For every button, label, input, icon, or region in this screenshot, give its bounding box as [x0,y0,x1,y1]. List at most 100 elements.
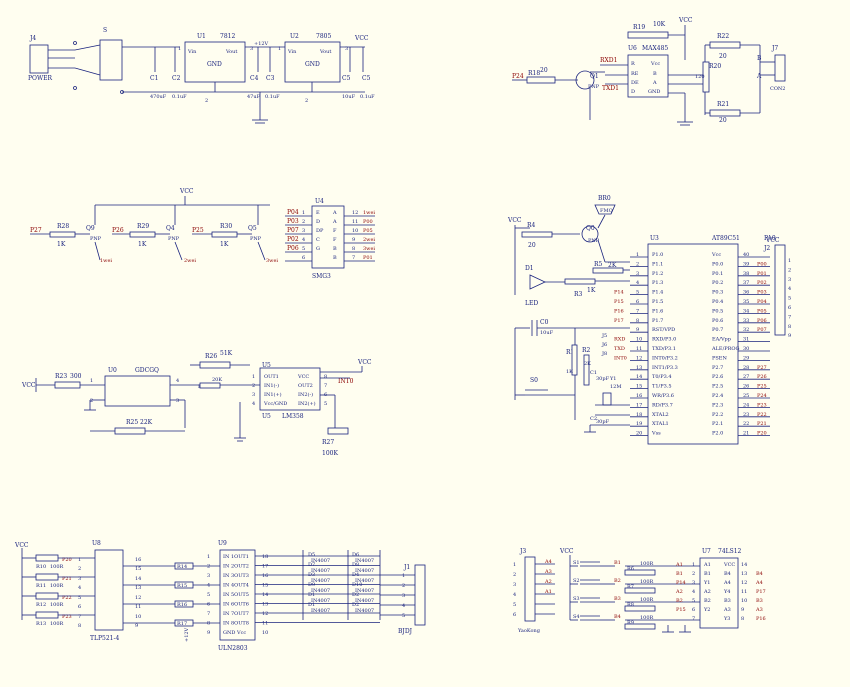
diode-a-part: IN4007 [311,578,330,584]
d1-part: LED [525,300,538,307]
power-jack-label: POWER [28,75,53,82]
seg-left-name: C [316,237,320,243]
r18-label: R18 [528,70,540,77]
keypad-resistor [624,569,656,576]
mcu-left-pin: 11 [636,346,642,352]
u7-right-name: Y4 [723,589,730,595]
u9-pin-name: IN 5OUT5 [223,592,249,598]
q4-label: Q4 [166,225,175,232]
u7-right-pin: 11 [741,589,747,595]
u2-pin-gnd: 2 [305,98,308,104]
j7-connector [774,54,786,82]
seg-left-pin: 2 [302,219,305,225]
u5-pin-left: Vcc/GND [263,401,287,407]
keypad-resistor-label: R6 [627,566,634,572]
u8-right-pin: 9 [135,623,138,629]
r28-label: R28 [57,223,69,230]
j3-part: YaoKong [517,628,541,634]
u7-left-net: B1 [676,571,683,577]
u7-left-name: Y2 [703,607,710,613]
mcu-left-name: TXD/P3.1 [652,346,676,352]
u8-left-pin: 3 [78,576,81,582]
switch-s-label: S [103,27,107,34]
r29-label: R29 [137,223,149,230]
u7-left-pin: 2 [692,571,695,577]
j5-label: J5 [601,333,607,339]
u5-part: LM358 [282,413,304,420]
u9-part: ULN2803 [218,645,248,652]
seg-left-net: P07 [287,227,299,234]
mcu-right-pin: 33 [743,318,749,324]
seg-right-name: B [333,255,337,261]
r30-value: 1K [220,241,229,248]
u2-pin-in: 1 [278,46,281,52]
relay-resistor-label: R13 [36,621,46,627]
mcu-left-pin: 13 [636,365,642,371]
br0-label: BR0 [598,195,611,202]
mcu-left-pin: 6 [636,299,639,305]
u3-mcu-chip [647,243,739,445]
keypad-switch-label: S4 [573,614,580,620]
p25-net: P25 [192,227,204,234]
r3-label: R3 [574,291,583,298]
r4-label: R4 [527,222,536,229]
u2-regulator [284,41,341,83]
r21-label: R21 [717,101,729,108]
relay-input-net: P21 [62,576,72,582]
u5-pin-left: IN1(-) [264,382,279,389]
u7-right-name: Y3 [723,616,730,622]
relay-input-net: P22 [62,595,72,601]
r3-value: 1K [587,287,596,294]
relay-resistor-value: 100R [50,583,64,589]
u7-left-net: P14 [676,580,686,586]
u5-pin-num-right: 7 [324,383,327,389]
r1-label: R1 [566,349,574,356]
seg-right-pin: 12 [352,210,358,216]
y1-label: Y1 [609,376,616,382]
u6-pin-vcc: Vcc [650,61,660,67]
diode-a-label: D9 [308,582,315,588]
q0-label: Q0 [586,225,595,232]
mcu-left-name: P1.0 [652,252,663,258]
u2-gnd: GND [305,61,320,68]
q9-label: Q9 [86,225,95,232]
v12-net: +12V [254,41,269,47]
j7-part: CON2 [770,86,785,92]
j2-label: J2 [763,245,770,252]
mcu-right-name: P0.3 [712,290,723,296]
diode-a-part: IN4007 [311,588,330,594]
u5-lm358 [259,367,321,411]
diode-b-part: IN4007 [355,598,374,604]
keypad-resistor-value: 100R [640,615,654,621]
u0-pin4: 4 [176,378,179,384]
d1-label: D1 [525,265,534,272]
mcu-right-pin: 40 [743,252,749,258]
relay-resistor-value: 100R [50,564,64,570]
mcu-left-pin: 14 [636,374,642,380]
mcu-left-name: XTAL2 [652,412,669,418]
u9-uln2803 [219,549,256,641]
r3-resistor [564,278,596,285]
rxd1-net: RXD1 [600,57,617,64]
seg-right-name: B [333,246,337,252]
u9-right-pin: 18 [262,554,268,560]
mcu-left-pin: 18 [636,412,642,418]
diode-b-label: D2 [352,602,359,608]
keypad-resistor [624,605,656,612]
j1-pin: 4 [402,603,405,609]
u7-left-net: A1 [675,562,683,568]
diode-b-label: D10 [352,582,362,588]
mcu-right-name: P2.1 [712,421,723,427]
c1-mcu-label: C1 [590,370,597,376]
c5-value: 10uF [342,94,356,100]
c6-label: C5 [362,75,371,82]
r4-value: 20 [528,242,536,249]
diode-a-label: D1 [308,602,315,608]
u7-74ls12 [699,557,739,629]
mcu-left-pin: 9 [636,327,639,333]
keypad-resistor [624,587,656,594]
mcu-right-net: P02 [757,280,767,286]
mcu-left-pin: 1 [636,252,639,258]
mcu-left-name: RD/P3.7 [652,402,673,408]
keypad-switch-label: S1 [573,560,580,566]
